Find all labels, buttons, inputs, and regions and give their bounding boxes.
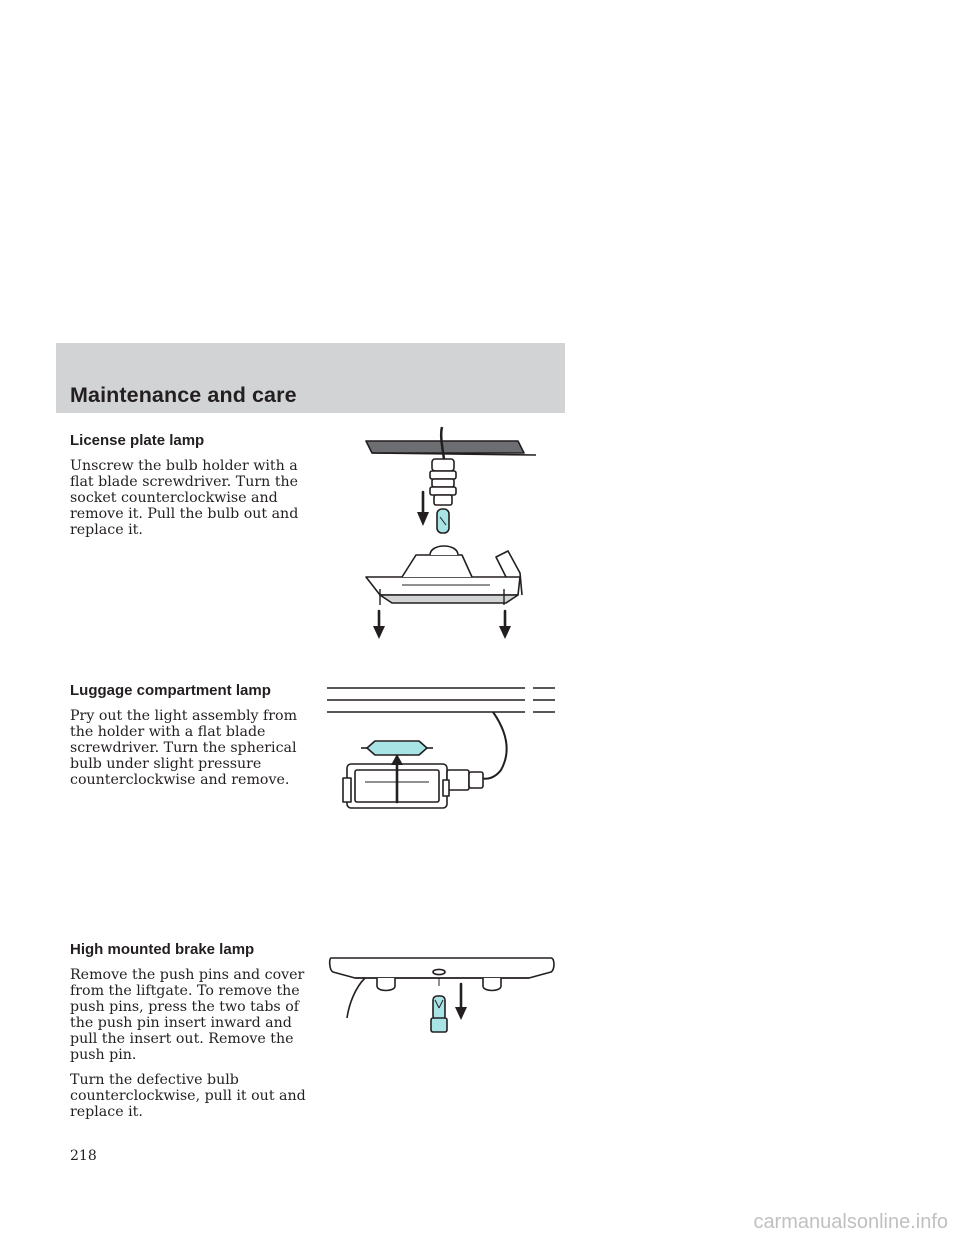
page-number: 218: [70, 1148, 97, 1164]
section-paragraph: Unscrew the bulb holder with a flat blad…: [70, 458, 299, 538]
license-plate-lamp-illustration: [365, 426, 537, 639]
section-paragraph: Remove the push pins and cover from the …: [70, 967, 305, 1063]
watermark-text: carmanualsonline.info: [753, 1211, 948, 1233]
section-high-mounted-brake-lamp: High mounted brake lamp Remove the push …: [70, 941, 310, 1129]
section-luggage-compartment-lamp: Luggage compartment lamp Pry out the lig…: [70, 682, 310, 797]
section-license-plate-lamp: License plate lamp Unscrew the bulb hold…: [70, 432, 310, 547]
high-mounted-brake-lamp-illustration: [328, 957, 555, 1033]
section-paragraph: Pry out the light assembly from the hold…: [70, 708, 298, 788]
section-title: Luggage compartment lamp: [70, 682, 271, 699]
luggage-compartment-lamp-illustration: [327, 687, 555, 809]
section-title: License plate lamp: [70, 432, 205, 449]
page-title: Maintenance and care: [70, 383, 297, 407]
section-paragraph: Turn the defective bulb counterclockwise…: [70, 1072, 306, 1120]
section-title: High mounted brake lamp: [70, 941, 255, 958]
section-header-band: Maintenance and care: [56, 343, 565, 413]
